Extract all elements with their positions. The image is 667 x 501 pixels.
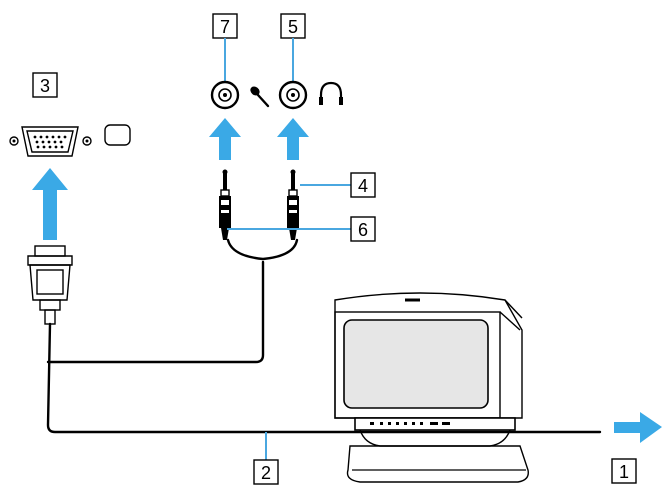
callout-6-label: 6 bbox=[358, 220, 368, 240]
callout-7: 7 bbox=[212, 13, 238, 82]
callout-2: 2 bbox=[253, 432, 279, 485]
callout-3-label: 3 bbox=[40, 76, 50, 96]
vga-port bbox=[9, 126, 92, 157]
callout-5-label: 5 bbox=[288, 17, 298, 37]
callout-4-label: 4 bbox=[358, 176, 368, 196]
callout-6: 6 bbox=[227, 216, 376, 242]
mic-arrow-up bbox=[209, 118, 241, 160]
output-arrow bbox=[614, 412, 662, 443]
callout-4: 4 bbox=[300, 172, 376, 198]
headphone-plug bbox=[287, 169, 299, 240]
callout-7-label: 7 bbox=[220, 17, 230, 37]
vga-arrow-up bbox=[32, 168, 68, 240]
headphone-jack bbox=[278, 80, 308, 110]
headphones-icon bbox=[319, 81, 343, 105]
microphone-icon bbox=[250, 86, 270, 108]
callout-3: 3 bbox=[32, 72, 58, 98]
monitor-screen bbox=[343, 319, 489, 409]
mic-plug bbox=[219, 169, 231, 240]
microphone-jack bbox=[210, 80, 240, 110]
vga-plug bbox=[27, 245, 73, 325]
callout-1-label: 1 bbox=[619, 462, 629, 482]
monitor-icon bbox=[104, 124, 131, 146]
cables bbox=[46, 238, 602, 434]
callout-2-label: 2 bbox=[261, 463, 271, 483]
crt-monitor bbox=[334, 292, 529, 483]
callout-5: 5 bbox=[280, 13, 306, 82]
headphone-arrow-up bbox=[277, 118, 309, 160]
callout-1: 1 bbox=[611, 458, 637, 484]
